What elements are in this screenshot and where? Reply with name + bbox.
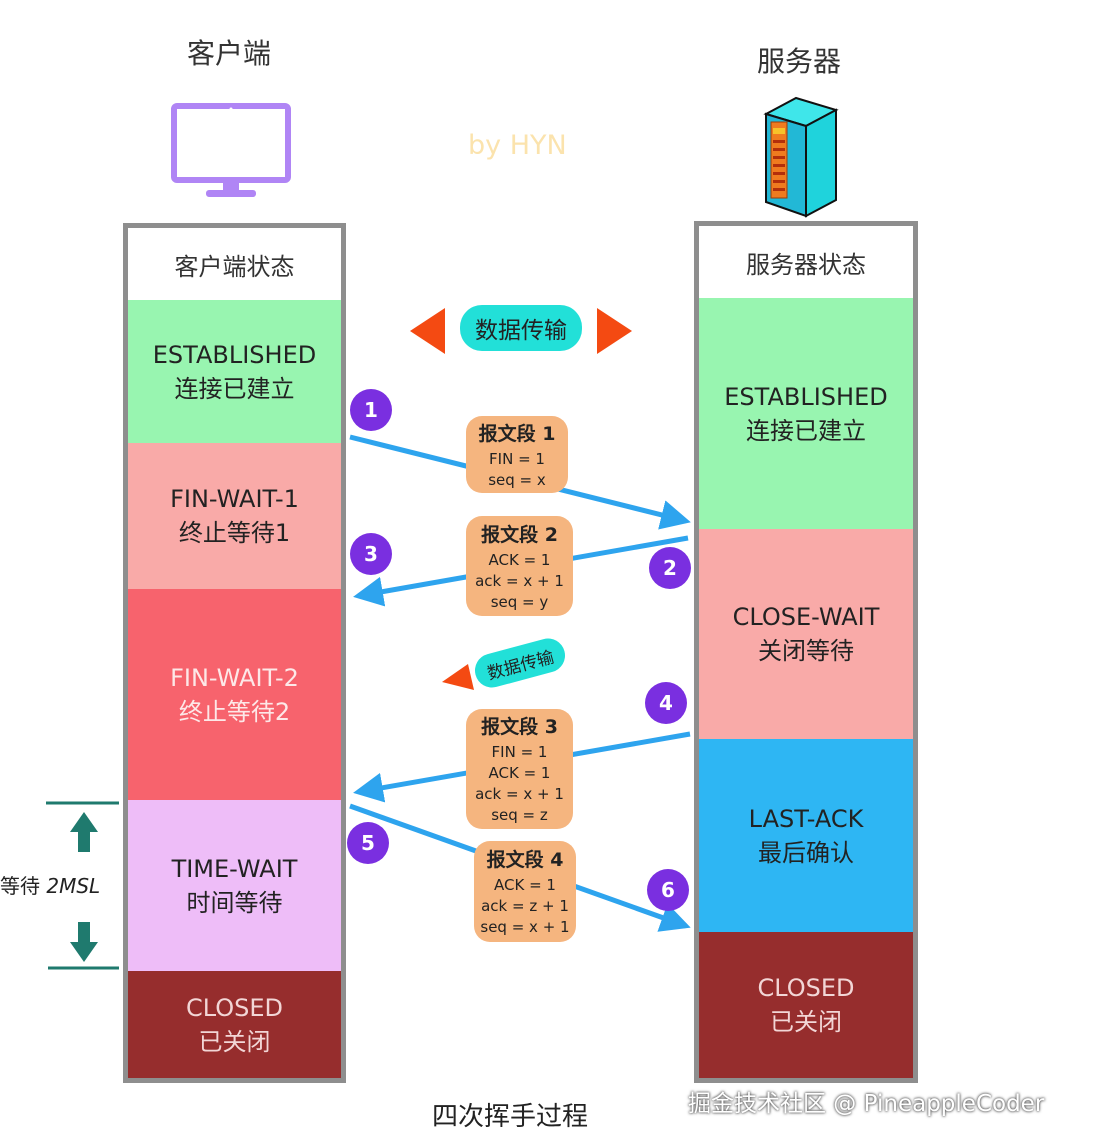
segment-box-1: 报文段 1 FIN = 1 seq = x [466, 416, 568, 493]
segment-field: ack = z + 1 [481, 897, 569, 915]
watermark: by HYN [468, 130, 567, 161]
server-state-closed: CLOSED 已关闭 [699, 932, 913, 1078]
client-state-column: 客户端状态 ESTABLISHED 连接已建立 FIN-WAIT-1 终止等待1… [123, 223, 346, 1083]
state-name: FIN-WAIT-2 [170, 663, 299, 692]
segment-field: seq = x + 1 [480, 918, 570, 936]
segment-field: seq = x [488, 470, 546, 489]
step-badge-6: 6 [647, 869, 689, 911]
server-state-column: 服务器状态 ESTABLISHED 连接已建立 CLOSE-WAIT 关闭等待 … [694, 221, 918, 1083]
state-name: LAST-ACK [748, 804, 864, 833]
state-name: ESTABLISHED [724, 382, 888, 411]
data-transfer-left-arrowhead [410, 308, 445, 354]
wait-value: 2MSL [46, 874, 101, 898]
step-badge-3: 3 [350, 533, 392, 575]
step-badge-2: 2 [649, 547, 691, 589]
segment-box-4: 报文段 4 ACK = 1 ack = z + 1 seq = x + 1 [474, 841, 576, 942]
segment-field: ACK = 1 [488, 764, 551, 782]
state-desc: 已关闭 [198, 1027, 271, 1056]
step-badge-4: 4 [645, 682, 687, 724]
segment-field: FIN = 1 [489, 449, 545, 468]
client-column-header: 客户端状态 [174, 252, 295, 281]
client-state-established: ESTABLISHED 连接已建立 [128, 300, 341, 443]
server-column-header: 服务器状态 [746, 250, 866, 279]
state-name: CLOSED [757, 974, 855, 1002]
server-title: 服务器 [757, 45, 842, 78]
data-transfer-bubble: 数据传输 [460, 305, 582, 351]
credit-watermark: 掘金技术社区 @ PineappleCoder [688, 1091, 1045, 1117]
state-desc: 连接已建立 [746, 416, 866, 445]
segment-box-2: 报文段 2 ACK = 1 ack = x + 1 seq = y [466, 516, 573, 616]
monitor-icon [171, 103, 291, 197]
state-desc: 最后确认 [758, 838, 854, 867]
state-desc: 已关闭 [770, 1008, 842, 1036]
server-state-established: ESTABLISHED 连接已建立 [699, 298, 913, 529]
step-badge-5: 5 [347, 822, 389, 864]
server-state-last-ack: LAST-ACK 最后确认 [699, 739, 913, 932]
segment-title: 报文段 3 [481, 716, 558, 738]
segment-field: ack = x + 1 [475, 571, 564, 590]
state-name: CLOSE-WAIT [732, 603, 880, 631]
state-desc: 时间等待 [186, 888, 283, 917]
server-tower-icon [763, 96, 839, 218]
wait-down-arrow-icon [70, 922, 98, 962]
state-name: ESTABLISHED [152, 340, 317, 369]
segment-field: ACK = 1 [488, 550, 551, 569]
wait-2msl-label: 等待 2MSL [0, 870, 100, 899]
segment-title: 报文段 2 [481, 523, 558, 546]
data-transfer-small-arrowhead [442, 664, 474, 690]
segment-field: ACK = 1 [494, 876, 556, 894]
segment-title: 报文段 4 [486, 849, 564, 871]
state-desc: 终止等待2 [178, 697, 291, 726]
state-desc: 连接已建立 [174, 374, 295, 403]
segment-box-3: 报文段 3 FIN = 1 ACK = 1 ack = x + 1 seq = … [466, 709, 573, 829]
step-badge-1: 1 [350, 389, 392, 431]
client-title: 客户端 [187, 37, 272, 70]
state-name: FIN-WAIT-1 [170, 485, 299, 513]
segment-field: ack = x + 1 [475, 785, 564, 803]
wait-up-arrow-icon [70, 812, 98, 852]
server-state-close-wait: CLOSE-WAIT 关闭等待 [699, 529, 913, 739]
state-name: TIME-WAIT [171, 854, 298, 883]
state-desc: 终止等待1 [178, 519, 291, 547]
wait-prefix: 等待 [0, 874, 47, 898]
state-desc: 关闭等待 [758, 637, 854, 665]
state-name: CLOSED [185, 993, 284, 1022]
client-state-time-wait: TIME-WAIT 时间等待 [128, 800, 341, 971]
segment-field: seq = y [490, 592, 549, 611]
segment-field: seq = z [491, 806, 548, 824]
client-state-closed: CLOSED 已关闭 [128, 971, 341, 1078]
segment-field: FIN = 1 [491, 743, 548, 761]
diagram-caption: 四次挥手过程 [432, 1102, 589, 1132]
client-state-fin-wait-1: FIN-WAIT-1 终止等待1 [128, 443, 341, 589]
segment-title: 报文段 1 [478, 422, 556, 445]
client-state-fin-wait-2: FIN-WAIT-2 终止等待2 [128, 589, 341, 800]
data-transfer-right-arrowhead [597, 308, 632, 354]
